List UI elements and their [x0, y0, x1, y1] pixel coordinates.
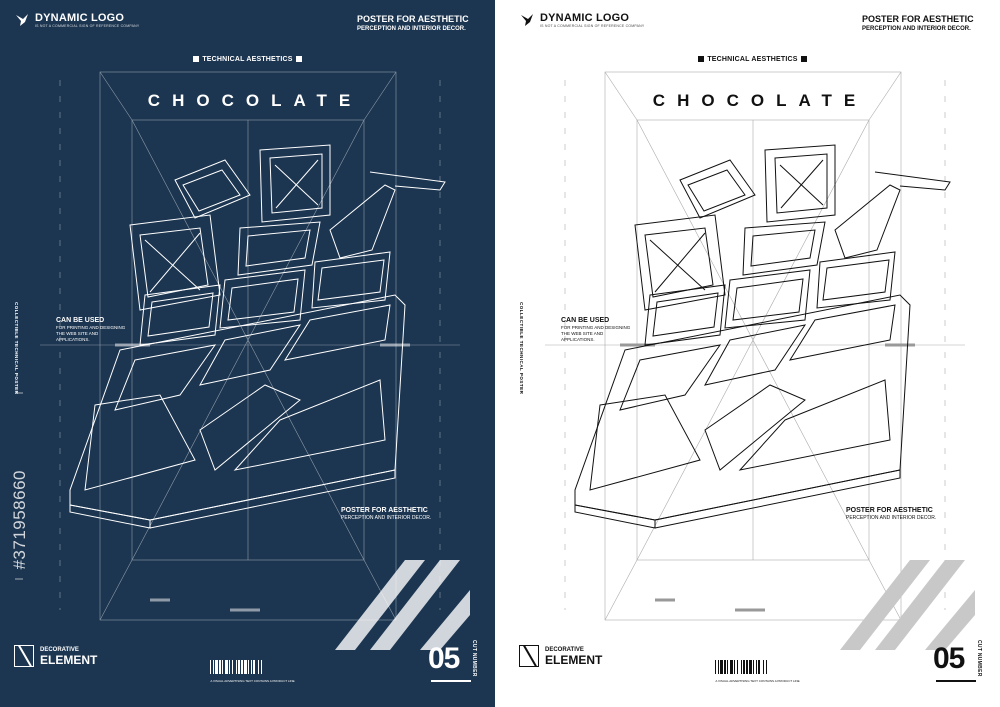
poster-note: POSTER FOR AESTHETIC PERCEPTION AND INTE…: [846, 506, 936, 522]
logo-subtitle: IS NOT A COMMERCIAL SIGN OF REFERENCE CO…: [35, 24, 140, 28]
barcode-icon: [715, 660, 767, 674]
barcode-bar: [236, 660, 237, 674]
barcode-bar: [763, 660, 764, 674]
can-be-used-block: CAN BE USED FOR PRINTING AND DESIGNING T…: [56, 316, 126, 343]
header-line1: POSTER FOR AESTHETIC: [862, 14, 974, 24]
barcode-bar: [737, 660, 738, 674]
barcode-bar: [238, 660, 240, 674]
barcode-icon: [210, 660, 262, 674]
poster-note: POSTER FOR AESTHETIC PERCEPTION AND INTE…: [341, 506, 431, 522]
barcode-bar: [244, 660, 247, 674]
barcode-bar: [730, 660, 733, 674]
number-underline: [431, 680, 471, 682]
barcode-bar: [261, 660, 262, 674]
header-line2: PERCEPTION AND INTERIOR DECOR.: [357, 26, 466, 32]
barcode-bar: [734, 660, 735, 674]
square-icon: [800, 56, 807, 62]
n-frame-icon: [519, 645, 539, 667]
can-be-used-block: CAN BE USED FOR PRINTING AND DESIGNING T…: [561, 316, 631, 343]
barcode-bar: [232, 660, 233, 674]
can-be-heading: CAN BE USED: [561, 317, 610, 324]
page-title: CHOCOLATE: [652, 91, 868, 110]
chocolate-wireframe-illustration: [15, 71, 470, 650]
square-icon: [295, 56, 302, 62]
barcode-bar: [210, 660, 211, 674]
can-be-heading: CAN BE USED: [56, 317, 105, 324]
poster-light: DYNAMIC LOGO IS NOT A COMMERCIAL SIGN OF…: [505, 0, 1000, 707]
header-text: POSTER FOR AESTHETIC PERCEPTION AND INTE…: [357, 14, 479, 34]
tag-line: TECHNICAL AESTHETICS: [505, 56, 1000, 63]
barcode-bar: [741, 660, 742, 674]
barcode-bar: [241, 660, 243, 674]
logo: DYNAMIC LOGO IS NOT A COMMERCIAL SIGN OF…: [519, 12, 644, 29]
barcode-bar: [222, 660, 223, 674]
decorative-element: DECORATIVE ELEMENT: [519, 645, 602, 667]
poster-dark: DYNAMIC LOGO IS NOT A COMMERCIAL SIGN OF…: [0, 0, 495, 707]
side-text: COLLECTIBLE TECHNICAL POSTER: [14, 302, 19, 395]
cut-number-label: CUT NUMBER: [471, 640, 477, 677]
chocolate-wireframe-illustration: [545, 71, 975, 650]
barcode-bar: [715, 660, 716, 674]
barcode-bar: [743, 660, 745, 674]
barcode: A VISUAL ADVERTISING TEXT CONTAINS A PRO…: [715, 660, 800, 684]
side-text: COLLECTIBLE TECHNICAL POSTER: [519, 302, 524, 395]
poster-note-heading: POSTER FOR AESTHETIC: [846, 507, 933, 514]
cut-number: 05: [933, 642, 965, 675]
barcode-bar: [758, 660, 760, 674]
barcode-bar: [225, 660, 228, 674]
page-title: CHOCOLATE: [147, 91, 363, 110]
barcode-bar: [727, 660, 728, 674]
logo-title: DYNAMIC LOGO: [35, 12, 125, 24]
logo-subtitle: IS NOT A COMMERCIAL SIGN OF REFERENCE CO…: [540, 24, 645, 28]
barcode-bar: [258, 660, 259, 674]
barcode-caption: A VISUAL ADVERTISING TEXT CONTAINS A PRO…: [715, 679, 800, 683]
square-icon: [193, 56, 200, 62]
can-be-text: FOR PRINTING AND DESIGNING THE WEB SITE …: [56, 325, 126, 342]
can-be-text: FOR PRINTING AND DESIGNING THE WEB SITE …: [561, 325, 631, 342]
barcode-bar: [766, 660, 767, 674]
barcode: A VISUAL ADVERTISING TEXT CONTAINS A PRO…: [210, 660, 295, 684]
barcode-bar: [213, 660, 214, 674]
number-underline: [936, 680, 976, 682]
header-line2: PERCEPTION AND INTERIOR DECOR.: [862, 26, 971, 32]
n-frame-icon: [14, 645, 34, 667]
tag-line: TECHNICAL AESTHETICS: [0, 56, 495, 63]
barcode-bar: [219, 660, 221, 674]
poster-note-text: PERCEPTION AND INTERIOR DECOR.: [846, 515, 937, 521]
decorative-element: DECORATIVE ELEMENT: [14, 645, 97, 667]
barcode-bar: [229, 660, 230, 674]
stock-id: #371958660: [10, 470, 29, 570]
poster-note-heading: POSTER FOR AESTHETIC: [341, 507, 428, 514]
decorative-line1: DECORATIVE: [40, 647, 79, 653]
decorative-line2: ELEMENT: [545, 653, 603, 667]
bird-logo-icon: [16, 14, 28, 26]
logo: DYNAMIC LOGO IS NOT A COMMERCIAL SIGN OF…: [14, 12, 139, 29]
square-icon: [698, 56, 705, 62]
barcode-bar: [746, 660, 748, 674]
cut-number: 05: [428, 642, 460, 675]
poster-note-text: PERCEPTION AND INTERIOR DECOR.: [341, 515, 432, 521]
barcode-bar: [749, 660, 752, 674]
logo-title: DYNAMIC LOGO: [540, 12, 630, 24]
decorative-line1: DECORATIVE: [545, 647, 584, 653]
barcode-bar: [720, 660, 723, 674]
barcode-bar: [753, 660, 754, 674]
barcode-bar: [724, 660, 726, 674]
barcode-bar: [251, 660, 252, 674]
barcode-bar: [718, 660, 719, 674]
header-text: POSTER FOR AESTHETIC PERCEPTION AND INTE…: [862, 14, 984, 34]
barcode-bar: [215, 660, 218, 674]
cut-number-label: CUT NUMBER: [976, 640, 982, 677]
barcode-caption: A VISUAL ADVERTISING TEXT CONTAINS A PRO…: [210, 679, 295, 683]
bird-logo-icon: [521, 14, 533, 26]
barcode-bar: [756, 660, 757, 674]
barcode-bar: [253, 660, 255, 674]
tag-text: TECHNICAL AESTHETICS: [202, 56, 293, 63]
decorative-line2: ELEMENT: [40, 653, 98, 667]
tag-text: TECHNICAL AESTHETICS: [707, 56, 798, 63]
header-line1: POSTER FOR AESTHETIC: [357, 14, 469, 24]
barcode-bar: [248, 660, 249, 674]
